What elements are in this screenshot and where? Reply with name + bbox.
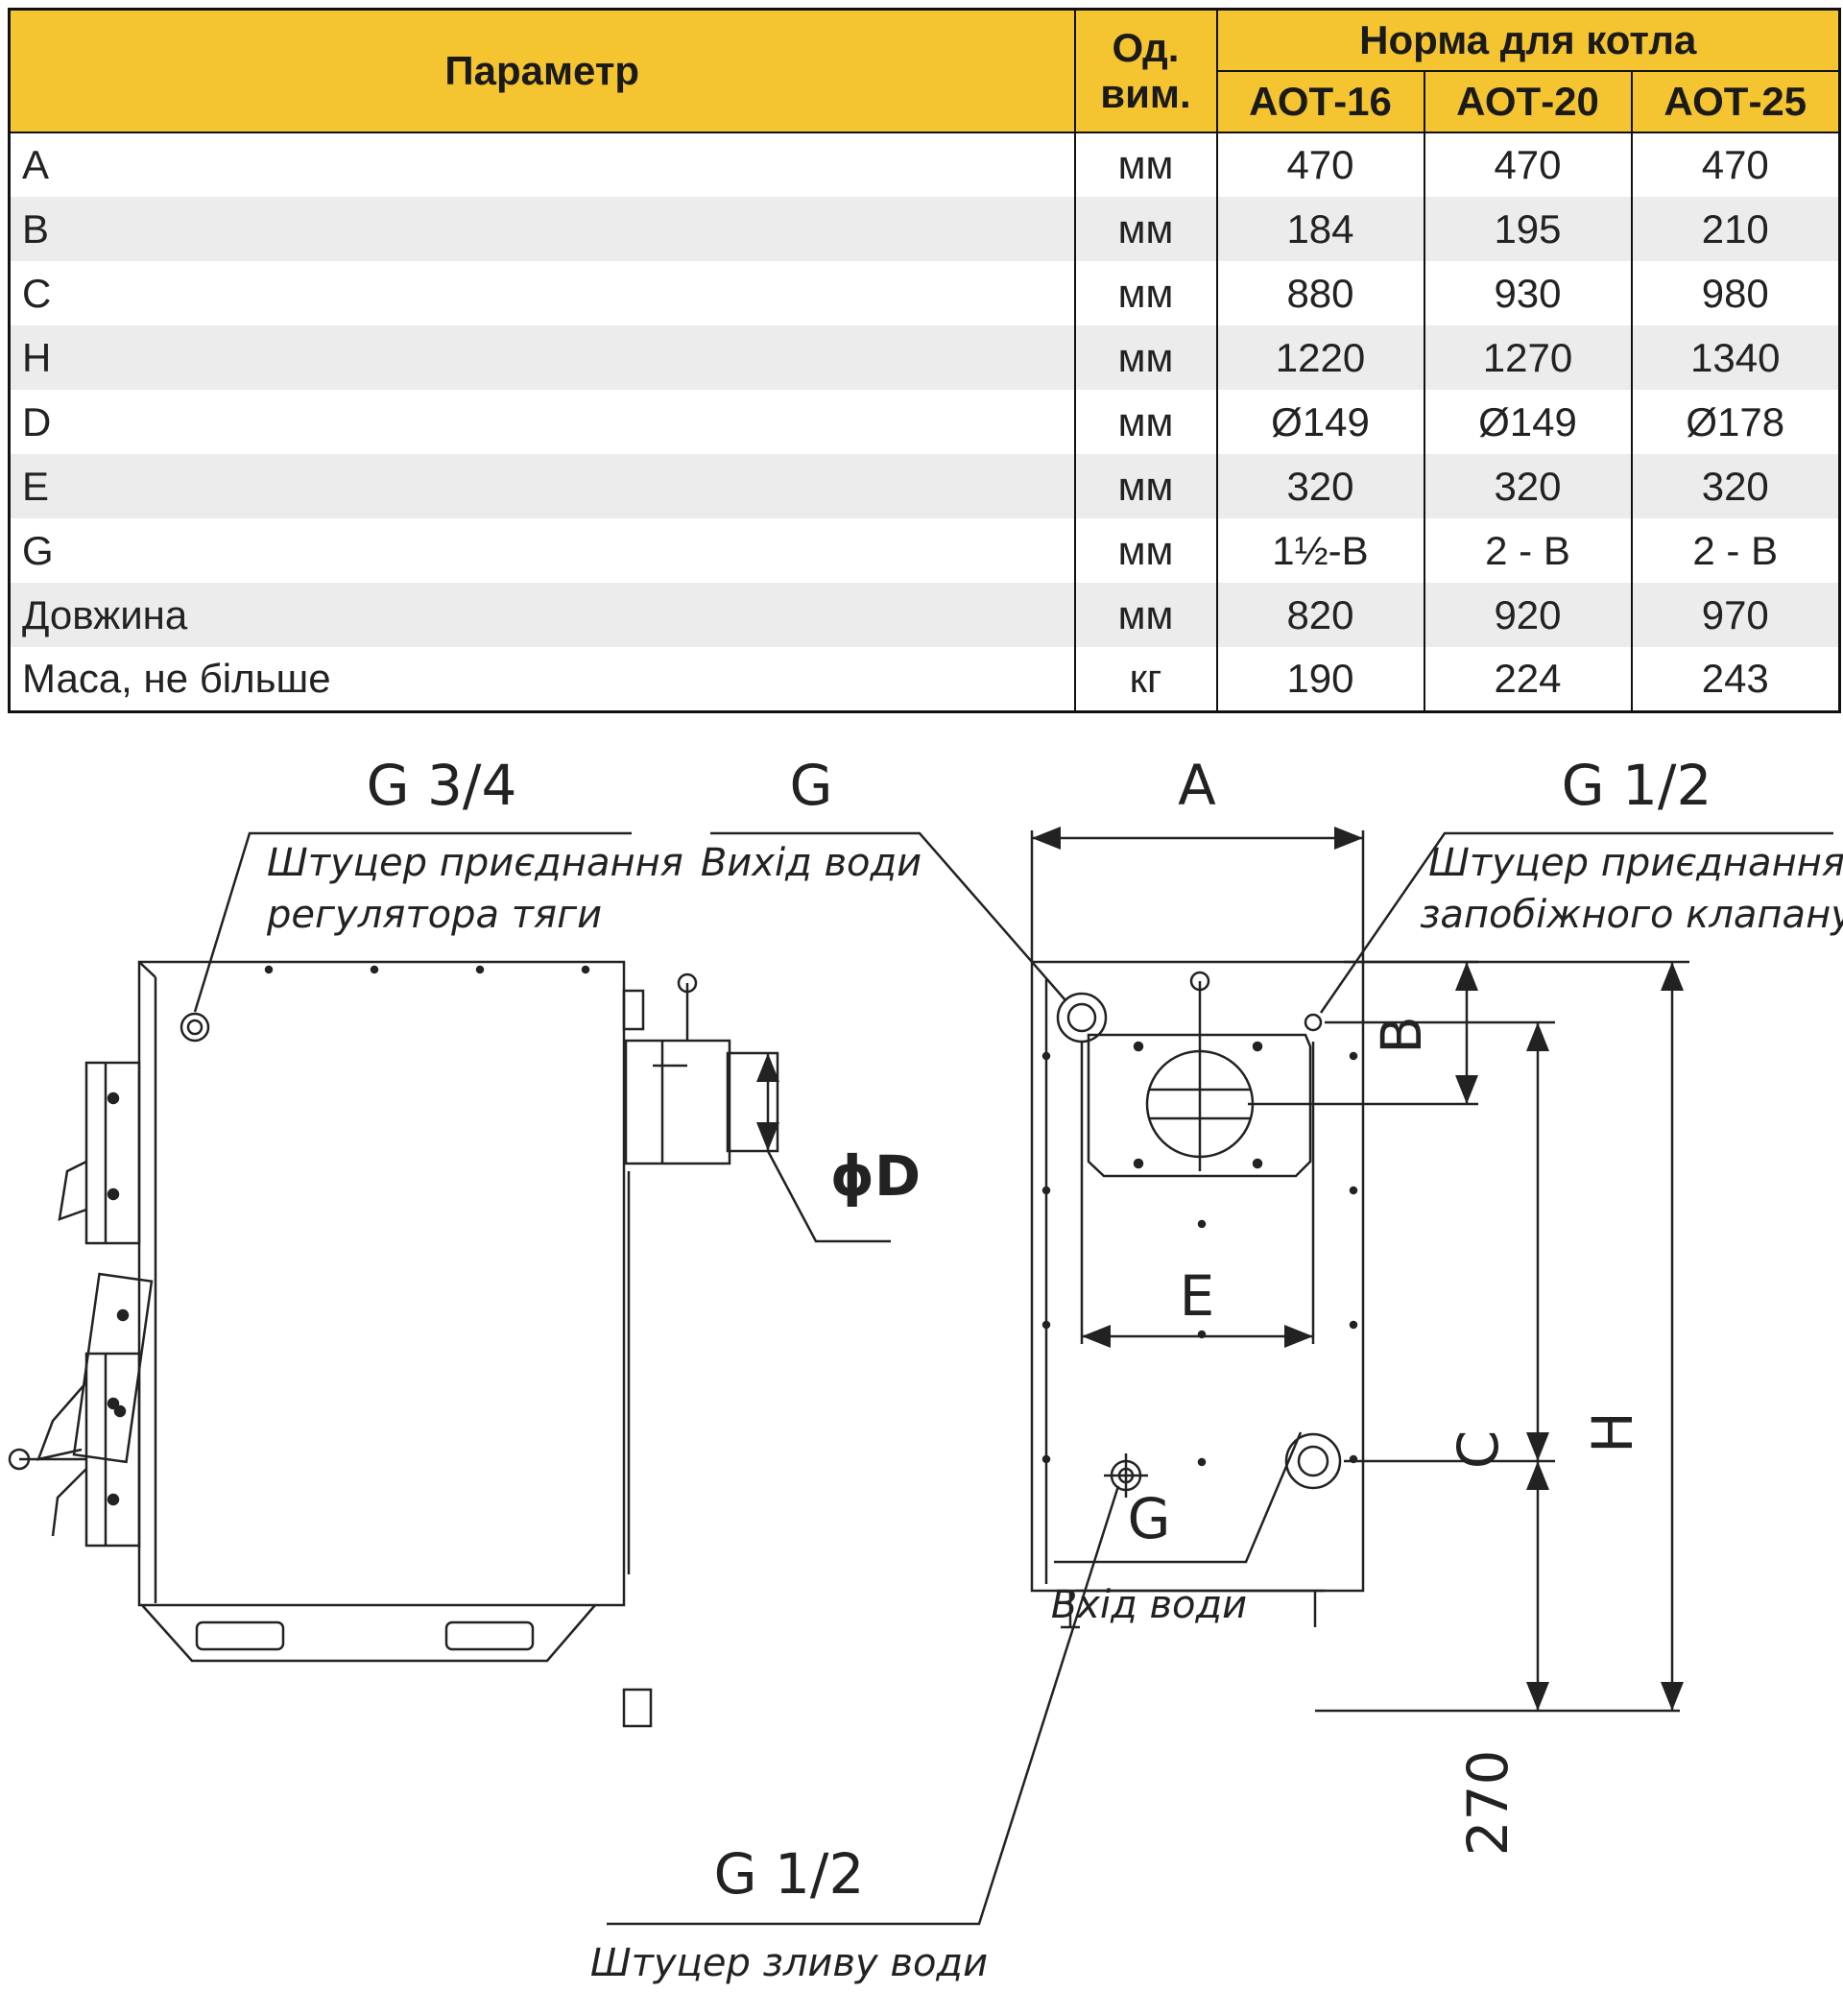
table-row: Довжина мм 820 920 970 — [8, 583, 1841, 647]
row-value: 470 — [1630, 132, 1841, 197]
water-outlet-text: Вихід води — [701, 841, 922, 885]
row-param: D — [8, 390, 1076, 454]
row-value: 880 — [1215, 261, 1425, 325]
row-unit: мм — [1073, 518, 1218, 583]
row-param: E — [8, 454, 1076, 518]
dim-270-label: 270 — [1455, 1750, 1520, 1857]
front-view — [1030, 960, 1365, 1629]
row-param: G — [8, 518, 1076, 583]
drain-fitting-text: Штуцер зливу води — [590, 1941, 988, 1985]
header-model-aot25: АОТ-25 — [1630, 70, 1841, 133]
row-value: Ø178 — [1630, 390, 1841, 454]
row-value: 1220 — [1215, 325, 1425, 390]
row-value: 930 — [1423, 261, 1633, 325]
header-unit: Од. вим. — [1073, 8, 1218, 133]
table-row: B мм 184 195 210 — [8, 197, 1841, 261]
draft-fitting-line1: Штуцер приєднання — [267, 841, 683, 885]
row-unit: мм — [1073, 454, 1218, 518]
row-value: 210 — [1630, 197, 1841, 261]
row-value: 970 — [1630, 583, 1841, 647]
side-view — [8, 960, 779, 1728]
row-unit: мм — [1073, 197, 1218, 261]
water-outlet-size: G — [790, 753, 833, 818]
table-row: H мм 1220 1270 1340 — [8, 325, 1841, 390]
spec-table: Параметр Од. вим. Норма для котла АОТ-16… — [8, 8, 1842, 713]
header-unit-line2: вим. — [1100, 71, 1191, 116]
row-value: 224 — [1423, 647, 1633, 712]
row-value: 190 — [1215, 647, 1425, 712]
row-value: 320 — [1215, 454, 1425, 518]
header-unit-line1: Од. — [1112, 25, 1180, 70]
table-row: E мм 320 320 320 — [8, 454, 1841, 518]
row-param: B — [8, 197, 1076, 261]
row-param: Маса, не більше — [8, 647, 1076, 712]
water-inlet-size: G — [1128, 1486, 1171, 1551]
boiler-drawing: G 3/4 Штуцер приєднання регулятора тяги … — [8, 753, 1843, 1985]
dim-d-label: ϕD — [830, 1143, 921, 1209]
safety-fitting-line2: запобіжного клапану — [1420, 893, 1843, 937]
row-value: 820 — [1215, 583, 1425, 647]
header-model-aot20: АОТ-20 — [1423, 70, 1633, 133]
draft-fitting-line2: регулятора тяги — [266, 893, 602, 937]
table-row: C мм 880 930 980 — [8, 261, 1841, 325]
dim-e-label: E — [1180, 1263, 1215, 1329]
row-value: 320 — [1630, 454, 1841, 518]
row-value: 1270 — [1423, 325, 1633, 390]
row-value: 195 — [1423, 197, 1633, 261]
row-value: 470 — [1215, 132, 1425, 197]
row-value: 980 — [1630, 261, 1841, 325]
row-value: 243 — [1630, 647, 1841, 712]
safety-fitting-size: G 1/2 — [1562, 753, 1712, 818]
safety-fitting-line1: Штуцер приєднання — [1428, 841, 1843, 885]
row-unit: кг — [1073, 647, 1218, 712]
row-value: 320 — [1423, 454, 1633, 518]
row-value: 1340 — [1630, 325, 1841, 390]
table-row: D мм Ø149 Ø149 Ø178 — [8, 390, 1841, 454]
row-param: Довжина — [8, 583, 1076, 647]
row-value: 2 - B — [1630, 518, 1841, 583]
row-value: 470 — [1423, 132, 1633, 197]
table-row: Маса, не більше кг 190 224 243 — [8, 647, 1841, 712]
row-value: 920 — [1423, 583, 1633, 647]
drain-fitting-size: G 1/2 — [714, 1841, 865, 1907]
header-norm: Норма для котла — [1215, 8, 1841, 72]
table-row: G мм 1½-B 2 - B 2 - B — [8, 518, 1841, 583]
row-unit: мм — [1073, 325, 1218, 390]
row-param: C — [8, 261, 1076, 325]
table-row: A мм 470 470 470 — [8, 132, 1841, 197]
row-unit: мм — [1073, 132, 1218, 197]
header-param: Параметр — [8, 8, 1076, 133]
draft-fitting-size: G 3/4 — [367, 753, 517, 818]
dim-h-label: H — [1580, 1411, 1645, 1453]
row-value: Ø149 — [1215, 390, 1425, 454]
row-value: 184 — [1215, 197, 1425, 261]
row-param: H — [8, 325, 1076, 390]
row-unit: мм — [1073, 261, 1218, 325]
header-model-aot16: АОТ-16 — [1215, 70, 1425, 133]
row-value: 2 - B — [1423, 518, 1633, 583]
row-unit: мм — [1073, 390, 1218, 454]
water-inlet-text: Вхід води — [1051, 1583, 1247, 1627]
dim-a-label: A — [1178, 753, 1216, 818]
dim-c-label: C — [1446, 1430, 1511, 1470]
row-param: A — [8, 132, 1076, 197]
row-value: 1½-B — [1215, 518, 1425, 583]
row-value: Ø149 — [1423, 390, 1633, 454]
row-unit: мм — [1073, 583, 1218, 647]
dim-b-label: B — [1369, 1016, 1434, 1054]
